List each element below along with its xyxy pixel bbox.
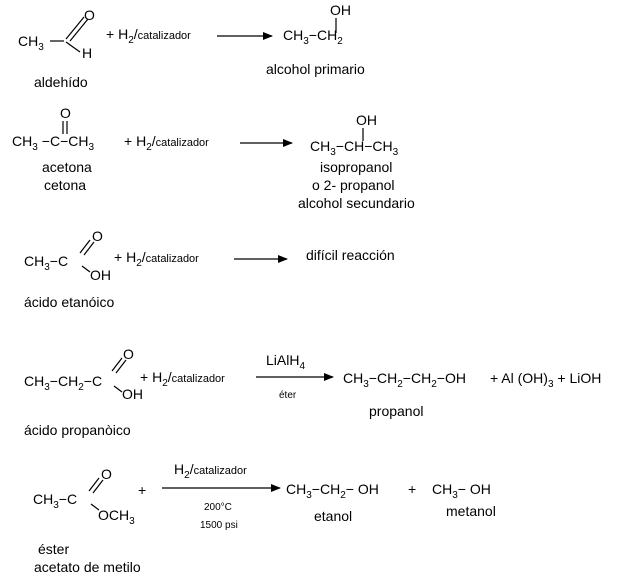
double-bond	[65, 16, 85, 40]
label-ester: éster	[38, 541, 69, 557]
product-byproducts: + Al (OH)3 + LiOH	[490, 370, 601, 390]
ketone-formula: CH3−C−CH3	[12, 133, 95, 153]
condition-eter: éter	[279, 390, 297, 401]
label-metanol: metanol	[446, 503, 496, 519]
reagent-h2-catalyst: + H2/catalizador	[106, 26, 191, 46]
ester-plus: +	[138, 482, 146, 498]
ester-oxygen: O	[101, 466, 112, 482]
double-bond	[88, 477, 100, 492]
product-formula: CH3−CH−CH3	[310, 138, 399, 158]
label-aldehido: aldehído	[34, 74, 88, 90]
label-isopropanol: isopropanol	[320, 159, 392, 175]
double-bond	[83, 241, 95, 256]
acid-oxygen: O	[92, 228, 103, 244]
product-etanol-formula: CH3−CH2− OH	[286, 481, 379, 501]
label-acetona: acetona	[42, 159, 92, 175]
label-alcohol-primario: alcohol primario	[266, 61, 365, 77]
reaction-propanoic: CH3−CH2−C O OH + H2/catalizador LiAlH4 é…	[24, 346, 601, 438]
product-oh: OH	[356, 112, 377, 128]
product-dificil-reaccion: difícil reacción	[306, 247, 395, 263]
bond	[65, 41, 81, 53]
double-bond	[79, 239, 91, 254]
product-formula: CH3−CH2	[283, 27, 343, 47]
propanoic-formula: CH3−CH2−C	[24, 373, 102, 393]
acid-formula: CH3−C	[24, 253, 68, 273]
propanoic-oh: OH	[122, 386, 143, 402]
aldehyde-oxygen: O	[84, 7, 95, 23]
reagent-h2-catalyst: + H2/catalizador	[140, 369, 225, 389]
double-bond	[111, 357, 123, 372]
aldehyde-ch3: CH3	[18, 33, 44, 53]
bond	[81, 265, 91, 273]
bond	[113, 385, 123, 393]
double-bond	[69, 18, 89, 42]
condition-pressure: 1500 psi	[200, 520, 238, 531]
label-acido-propanoico: ácido propanòico	[24, 422, 131, 438]
ketone-oxygen: O	[60, 105, 71, 121]
condition-lialh4: LiAlH4	[266, 352, 305, 372]
ester-formula: CH3−C	[33, 491, 77, 511]
double-bond	[115, 359, 127, 374]
reagent-h2-catalyst: + H2/catalizador	[124, 133, 209, 153]
label-alcohol-secundario: alcohol secundario	[298, 195, 415, 211]
double-bond	[92, 479, 104, 494]
bond	[90, 503, 100, 511]
label-acido-etanoico: ácido etanóico	[24, 294, 115, 310]
reagent-h2-catalyst: + H2/catalizador	[114, 249, 199, 269]
reaction-ketone: O CH3−C−CH3 + H2/catalizador OH CH3−CH−C…	[12, 105, 415, 211]
product-oh: OH	[330, 2, 351, 18]
propanoic-oxygen: O	[123, 346, 134, 362]
reaction-ester: CH3−C O OCH3 + H2/catalizador 200°C 1500…	[33, 461, 496, 575]
acid-oh: OH	[90, 267, 111, 283]
reaction-acid: CH3−C O OH + H2/catalizador difícil reac…	[24, 228, 395, 310]
label-acetato-de-metilo: acetato de metilo	[34, 559, 141, 575]
ester-och3: OCH3	[98, 507, 135, 527]
product-metanol-formula: CH3− OH	[432, 481, 491, 501]
label-propanol: propanol	[369, 403, 424, 419]
aldehyde-hydrogen: H	[82, 45, 92, 61]
label-2-propanol: o 2- propanol	[312, 177, 395, 193]
condition-temperature: 200°C	[204, 502, 232, 513]
product-plus: +	[408, 481, 416, 497]
reaction-aldehyde: CH3 O H + H2/catalizador OH CH3−CH2 alde…	[18, 2, 365, 90]
condition-h2-catalyst: H2/catalizador	[174, 461, 247, 481]
product-formula: CH3−CH2−CH2−OH	[343, 370, 466, 390]
label-cetona: cetona	[44, 177, 86, 193]
label-etanol: etanol	[314, 508, 352, 524]
